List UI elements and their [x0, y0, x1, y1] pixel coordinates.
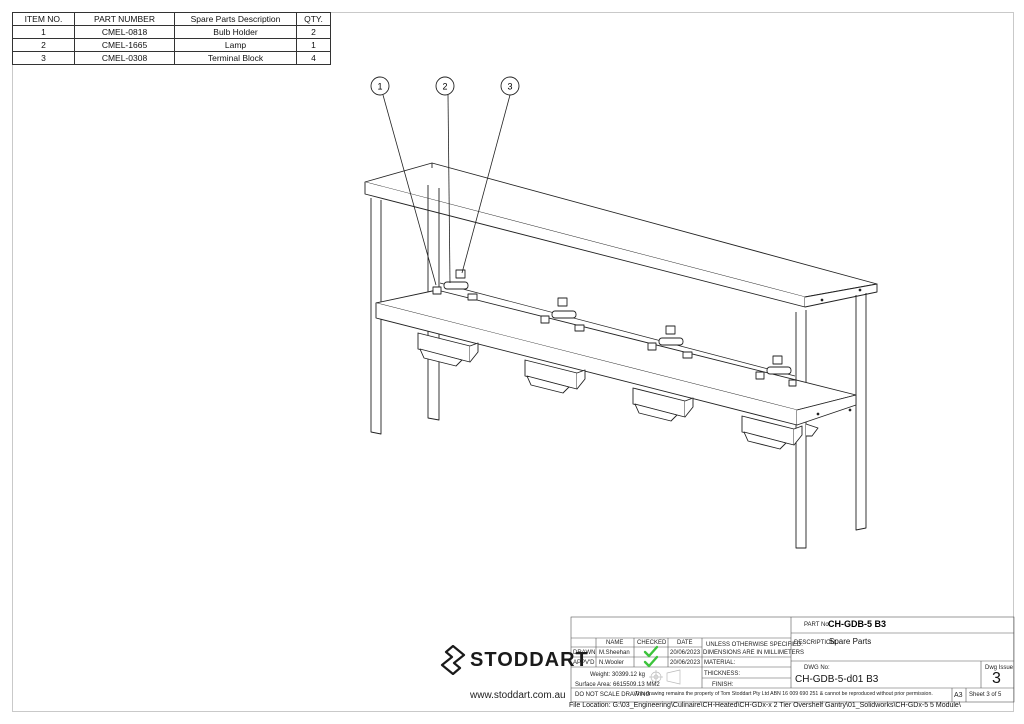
lamp-set: [432, 269, 478, 301]
lamp-housing: [741, 415, 819, 450]
tb-drawn-date: 20/06/2023: [670, 650, 701, 656]
bom-row: 1 CMEL-0818 Bulb Holder 2: [12, 25, 331, 39]
tb-dwg-issue-label: Dwg Issue: [985, 665, 1014, 671]
tb-unless-note: UNLESS OTHERWISE SPECIFIED:: [706, 642, 803, 648]
back-right-post: [855, 293, 867, 531]
tb-sheet: Sheet 3 of 5: [969, 692, 1002, 698]
stoddart-logo: STODDART: [440, 645, 589, 675]
bom-row: 3 CMEL-0308 Terminal Block 4: [12, 51, 331, 65]
lamp-set: [755, 355, 797, 387]
projection-symbol-icon: [649, 669, 681, 685]
tb-size: A3: [954, 692, 963, 699]
tb-property-note: This drawing remains the property of Tom…: [635, 691, 933, 697]
checked-icon: [643, 645, 659, 668]
tb-weight: Weight: 30399.12 kg: [590, 672, 645, 678]
stoddart-logo-icon: [440, 645, 466, 675]
website-link[interactable]: www.stoddart.com.au: [470, 690, 566, 701]
callout-label: 2: [442, 82, 447, 92]
tb-material-label: MATERIAL:: [704, 660, 736, 666]
tb-date-header: DATE: [677, 640, 693, 646]
tb-name-header: NAME: [606, 640, 624, 646]
tb-appvd-label: APPV'D: [573, 660, 595, 666]
tb-appvd-name: N.Wooler: [599, 660, 624, 666]
lamp-set: [647, 325, 693, 359]
title-block-grid: [570, 616, 1015, 703]
tb-finish-label: FINISH:: [712, 682, 734, 688]
bom-header-row: ITEM NO. PART NUMBER Spare Parts Descrip…: [12, 12, 331, 26]
tb-part-no: CH-GDB-5 B3: [828, 619, 887, 629]
bom-cell: CMEL-0308: [74, 51, 175, 65]
tb-dwg-no: CH-GDB-5-d01 B3: [795, 674, 879, 685]
tb-dims-note: DIMENSIONS ARE IN MILLIMETERS: [703, 650, 805, 656]
file-location: File Location: G:\03_Engineering\Culinai…: [569, 702, 961, 709]
bom-table: ITEM NO. PART NUMBER Spare Parts Descrip…: [12, 12, 331, 65]
callout-balloon-3: 3: [500, 76, 520, 96]
callout-label: 3: [507, 82, 512, 92]
tb-part-no-label: PART No:: [804, 622, 831, 628]
lamp-housing: [417, 332, 479, 367]
lamp-housing: [632, 387, 694, 422]
tb-description-label: DESCRIPTION:: [794, 640, 837, 646]
tb-drawn-label: DRAWN: [573, 650, 596, 656]
tb-thickness-label: THICKNESS:: [704, 671, 741, 677]
tb-dwg-issue: 3: [992, 670, 1001, 687]
tb-drawn-name: M.Sheehan: [599, 650, 630, 656]
tb-do-not-scale: DO NOT SCALE DRAWING: [575, 692, 651, 698]
tb-description: Spare Parts: [829, 637, 872, 646]
logo-text: STODDART: [470, 648, 589, 671]
callout-label: 1: [377, 82, 382, 92]
callout-balloon-1: 1: [370, 76, 390, 96]
lamp-set: [540, 297, 585, 332]
sheet-border: [12, 12, 1014, 712]
gantry-frame: [364, 162, 878, 549]
tb-dwg-no-label: DWG No:: [804, 665, 830, 671]
bom-cell: Terminal Block: [174, 51, 297, 65]
tb-surface-area: Surface Area: 6615509.13 MM2: [575, 682, 660, 688]
lamp-housing: [524, 359, 586, 394]
callout-balloon-2: 2: [435, 76, 455, 96]
tb-appvd-date: 20/06/2023: [670, 660, 701, 666]
tb-checked-header: CHECKED: [637, 640, 667, 646]
bom-cell: 4: [296, 51, 331, 65]
callout-leaders: [382, 94, 511, 286]
top-shelf: [364, 162, 878, 298]
